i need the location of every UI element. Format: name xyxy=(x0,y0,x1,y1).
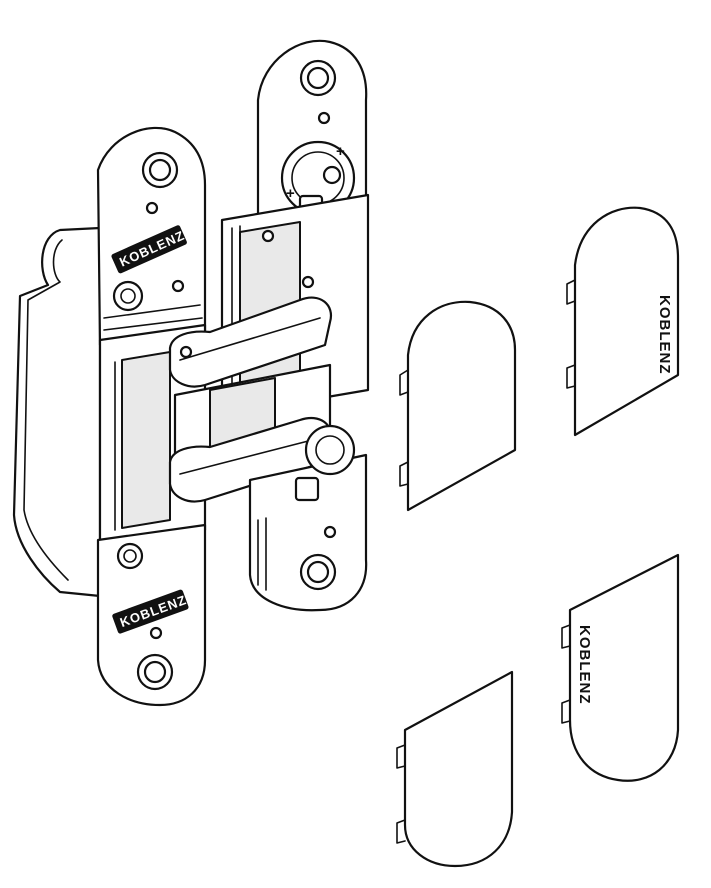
cover-cap-logo-lower: KOBLENZ xyxy=(561,553,680,782)
cap-brand-label-lower: KOBLENZ xyxy=(576,625,593,705)
small-hole-top-left xyxy=(145,201,159,215)
adjustment-dial-bottom-right xyxy=(294,424,356,502)
svg-text:+: + xyxy=(286,185,296,202)
cover-cap-logo-upper: KOBLENZ xyxy=(566,206,680,437)
hinge-back-body-inner xyxy=(23,239,69,581)
adjuster-bottom-left xyxy=(116,542,144,570)
concealed-hinge: KOBLENZ KOBLENZ + xyxy=(12,39,370,707)
adjuster-top-left xyxy=(112,280,144,312)
pivot-arm-upper xyxy=(168,296,333,388)
frame-leaf-bottom-plate xyxy=(248,453,368,612)
cover-cap-plain-lower xyxy=(396,670,514,868)
small-hole-bottom-left xyxy=(149,626,163,640)
svg-text:+: + xyxy=(336,143,346,160)
cover-cap-plain-upper xyxy=(399,300,517,512)
hinge-back-body xyxy=(12,226,102,598)
cap-brand-label-upper: KOBLENZ xyxy=(656,295,673,375)
